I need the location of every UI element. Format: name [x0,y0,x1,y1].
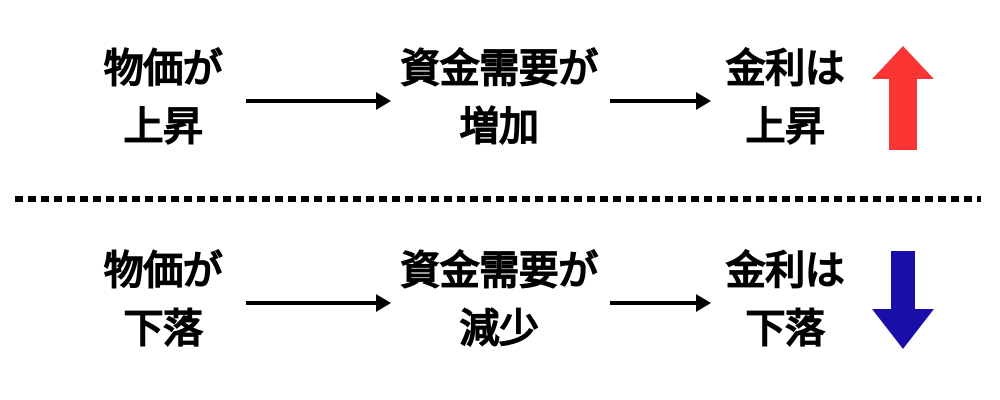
node-interest-rate-rise: 金利は 上昇 [720,46,850,150]
node-text-line2: 下落 [745,306,825,352]
arrow-head-icon [376,294,391,312]
arrow-shaft [246,99,378,103]
node-text-line1: 金利は [725,248,845,294]
node-text-line1: 物価が [103,248,223,294]
arrow-shaft [610,301,698,305]
node-text-line2: 上昇 [123,104,203,150]
connector-arrow-3 [246,283,394,323]
node-text-line1: 金利は [725,46,845,92]
node-text-line2: 下落 [123,306,203,352]
up-arrow-icon [872,46,934,150]
node-text-line2: 上昇 [745,104,825,150]
node-prices-rise: 物価が 上昇 [88,46,238,150]
connector-arrow-2 [610,81,714,121]
section-divider [15,196,981,202]
node-fund-demand-decrease: 資金需要が 減少 [394,248,604,352]
flow-row-falling: 物価が 下落 資金需要が 減少 金利は 下落 [0,210,1000,390]
node-text-line1: 物価が [103,46,223,92]
node-text-line1: 資金需要が [400,248,599,294]
node-text-line2: 増加 [459,104,539,150]
down-arrow-icon [872,251,934,349]
arrow-shaft [246,301,378,305]
node-text-line1: 資金需要が [400,46,599,92]
arrow-head-icon [696,294,711,312]
node-fund-demand-increase: 資金需要が 増加 [394,46,604,150]
flow-row-rising: 物価が 上昇 資金需要が 増加 金利は 上昇 [0,8,1000,188]
arrow-head-icon [696,92,711,110]
node-prices-fall: 物価が 下落 [88,248,238,352]
connector-arrow-4 [610,283,714,323]
connector-arrow-1 [246,81,394,121]
node-text-line2: 減少 [459,306,539,352]
node-interest-rate-fall: 金利は 下落 [720,248,850,352]
arrow-shaft [610,99,698,103]
arrow-head-icon [376,92,391,110]
